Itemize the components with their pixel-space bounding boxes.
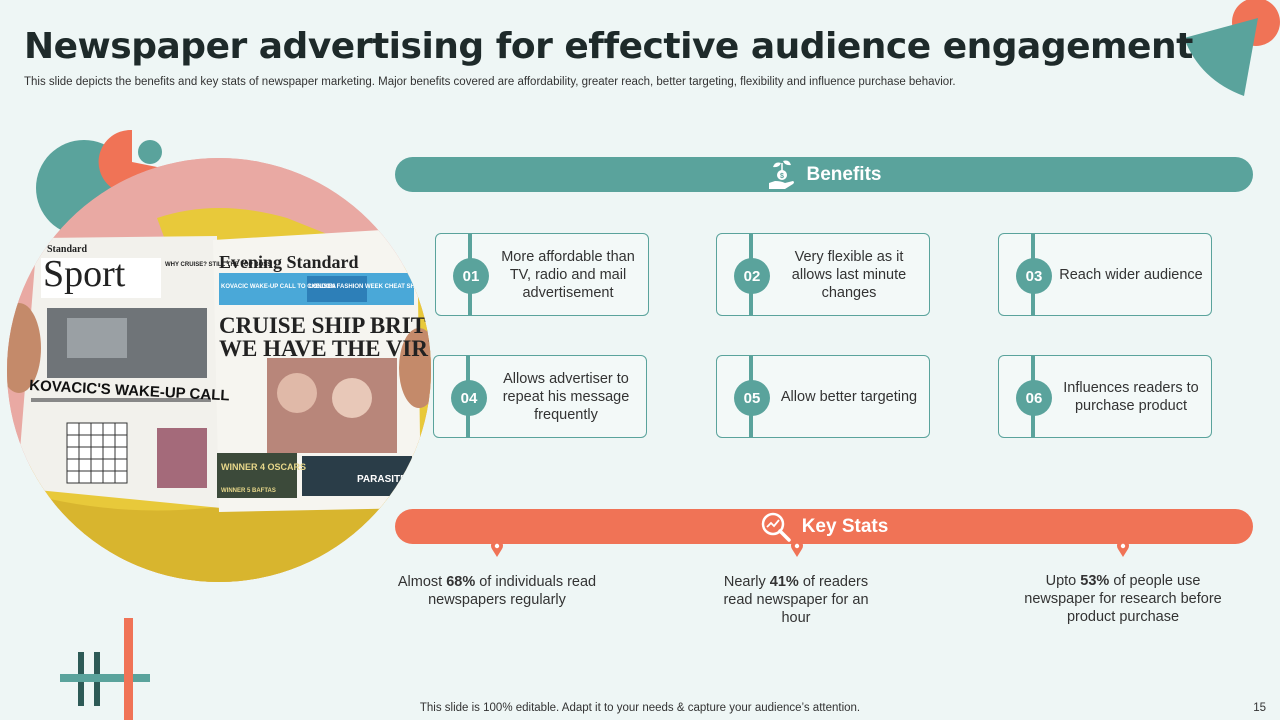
stat-item-1: Almost 68% of individuals read newspaper…	[387, 573, 607, 609]
paper-parasite-text: PARASITE	[357, 474, 407, 485]
benefit-text: Allow better targeting	[780, 388, 918, 405]
benefits-heading: Benefits	[806, 163, 882, 185]
stat-prefix: Upto	[1045, 573, 1081, 589]
stat-suffix: of readers read newspaper for an hour	[723, 574, 869, 626]
key-stats-heading: Key Stats	[801, 515, 889, 537]
paper-strip-1: KOVACIC WAKE-UP CALL TO CHELSEA	[221, 284, 337, 290]
benefit-card-01: 01 More affordable than TV, radio and ma…	[435, 233, 649, 316]
benefit-number: 04	[451, 380, 487, 416]
money-plant-hand-icon: $	[768, 160, 794, 189]
key-stats-banner: Key Stats	[395, 509, 1253, 544]
paper-small-masthead: Standard	[47, 244, 87, 255]
benefit-number: 01	[453, 258, 489, 294]
stat-item-3: Upto 53% of people use newspaper for res…	[1014, 572, 1232, 626]
benefit-number: 05	[734, 380, 770, 416]
paper-strip-2: LONDON FASHION WEEK CHEAT SHEET	[309, 284, 427, 290]
decorative-shape-top-right	[1184, 0, 1280, 96]
stat-value: 41%	[769, 574, 799, 590]
newspaper-illustration: Standard Sport WHY CRUISE? STILL THE TOP…	[7, 158, 431, 582]
svg-text:$: $	[780, 173, 784, 180]
benefit-number: 02	[734, 258, 770, 294]
location-pin-icon	[1117, 540, 1129, 557]
benefit-text: Influences readers to purchase product	[1063, 379, 1199, 414]
benefit-card-03: 03 Reach wider audience	[998, 233, 1212, 316]
location-pin-icon	[791, 540, 803, 557]
footer-note: This slide is 100% editable. Adapt it to…	[419, 702, 861, 714]
paper-sport-masthead: Sport	[43, 253, 126, 295]
benefit-text: Allows advertiser to repeat his message …	[502, 370, 630, 423]
stat-value: 68%	[446, 574, 476, 590]
page-subtitle: This slide depicts the benefits and key …	[24, 76, 956, 88]
paper-right-headline-2: WE HAVE THE VIRU	[219, 336, 431, 361]
location-pin-icon	[491, 540, 503, 557]
benefit-number: 06	[1016, 380, 1052, 416]
benefits-banner: $ Benefits	[395, 157, 1253, 192]
stat-prefix: Almost	[397, 574, 447, 590]
benefit-number: 03	[1016, 258, 1052, 294]
benefit-card-05: 05 Allow better targeting	[716, 355, 930, 438]
stat-suffix: of people use newspaper for research bef…	[1024, 573, 1222, 625]
paper-winner-text-2: WINNER 5 BAFTAS	[221, 488, 276, 494]
benefit-text: More affordable than TV, radio and mail …	[501, 248, 635, 301]
paper-winner-text: WINNER 4 OSCARS	[221, 462, 306, 472]
benefit-text: Very flexible as it allows last minute c…	[791, 248, 907, 301]
paper-corner-text: WHY CRUISE? STILL THE TOP BOSS	[165, 262, 271, 268]
newspaper-photo: Standard Sport WHY CRUISE? STILL THE TOP…	[7, 158, 431, 582]
benefit-card-06: 06 Influences readers to purchase produc…	[998, 355, 1212, 438]
stat-prefix: Nearly	[723, 574, 770, 590]
stat-suffix: of individuals read newspapers regularly	[428, 574, 597, 608]
decorative-lines-bottom-left	[60, 618, 150, 720]
page-title: Newspaper advertising for effective audi…	[24, 26, 1193, 67]
stat-item-2: Nearly 41% of readers read newspaper for…	[716, 573, 876, 627]
magnifier-chart-icon	[761, 512, 791, 542]
benefit-card-02: 02 Very flexible as it allows last minut…	[716, 233, 930, 316]
paper-right-masthead: Evening Standard	[219, 252, 359, 272]
page-number: 15	[1253, 702, 1266, 714]
benefit-card-04: 04 Allows advertiser to repeat his messa…	[433, 355, 647, 438]
benefit-text: Reach wider audience	[1059, 266, 1203, 283]
paper-right-headline-1: CRUISE SHIP BRITS:	[219, 313, 431, 338]
stat-value: 53%	[1080, 573, 1110, 589]
